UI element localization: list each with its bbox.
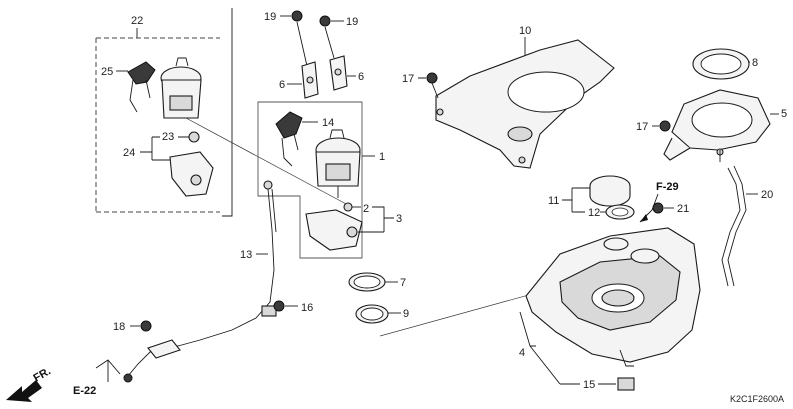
label-22: 22 — [131, 15, 143, 27]
part-18-bolt — [140, 320, 152, 332]
part-19-nut-b — [319, 15, 331, 27]
pump-assembly-frame — [257, 101, 363, 259]
part-14-connector — [275, 111, 303, 167]
label-4: 4 — [519, 347, 525, 359]
part-17-bolt-b — [659, 120, 671, 132]
ref-e22: E-22 — [73, 385, 96, 397]
label-14: 14 — [322, 117, 334, 129]
diagram-code: K2C1F2600A — [730, 394, 784, 404]
label-11: 11 — [548, 195, 559, 207]
label-1: 1 — [379, 151, 385, 163]
part-15-pad — [617, 377, 635, 391]
part-10-cover — [435, 39, 615, 169]
part-7-ring — [348, 272, 386, 292]
ref-f29: F-29 — [656, 181, 679, 193]
part-20-hose — [721, 165, 747, 287]
label-5: 5 — [781, 108, 787, 120]
group-22-frame: 22 — [95, 8, 233, 217]
part-19-nut-a — [291, 10, 303, 22]
part-23-clip — [188, 131, 200, 143]
part-1-fuel-pump — [315, 129, 361, 198]
part-6-bracket-a — [301, 61, 319, 99]
label-7: 7 — [400, 277, 406, 289]
part-2-clip — [343, 202, 353, 212]
part-9-ring — [355, 304, 389, 324]
label-3: 3 — [396, 213, 402, 225]
front-arrow-icon — [6, 380, 42, 402]
label-17a: 17 — [402, 73, 414, 85]
label-17b: 17 — [636, 121, 648, 133]
label-9: 9 — [403, 308, 409, 320]
part-24-strainer — [169, 151, 214, 197]
label-10: 10 — [519, 25, 531, 37]
label-19b: 19 — [346, 16, 358, 28]
label-12: 12 — [588, 207, 600, 219]
part-11-cap — [589, 175, 631, 207]
part-12-gasket — [605, 204, 635, 220]
part-6-bracket-b — [329, 55, 348, 91]
part-25-harness — [127, 61, 156, 113]
part-3-strainer — [305, 209, 363, 251]
label-2: 2 — [363, 203, 369, 215]
part-17-bolt-a — [426, 72, 438, 84]
direction-label: FR. — [32, 365, 53, 384]
label-25: 25 — [101, 66, 113, 78]
label-6b: 6 — [358, 71, 364, 83]
label-6a: 6 — [279, 79, 285, 91]
label-16: 16 — [301, 302, 313, 314]
label-19a: 19 — [264, 11, 276, 23]
label-21: 21 — [677, 203, 689, 215]
part-22-fuel-pump — [160, 57, 202, 119]
part-8-seal — [692, 48, 750, 80]
label-20: 20 — [761, 189, 773, 201]
part-4-fuel-tank — [525, 227, 701, 367]
label-23: 23 — [162, 131, 174, 143]
label-8: 8 — [752, 57, 758, 69]
part-13-cable — [123, 180, 277, 383]
label-13: 13 — [240, 249, 252, 261]
part-5-tray — [663, 89, 771, 162]
label-24: 24 — [123, 147, 135, 159]
part-21-bolt — [652, 202, 664, 214]
part-16-clamp — [273, 300, 285, 312]
label-18: 18 — [113, 321, 125, 333]
label-15: 15 — [583, 379, 595, 391]
